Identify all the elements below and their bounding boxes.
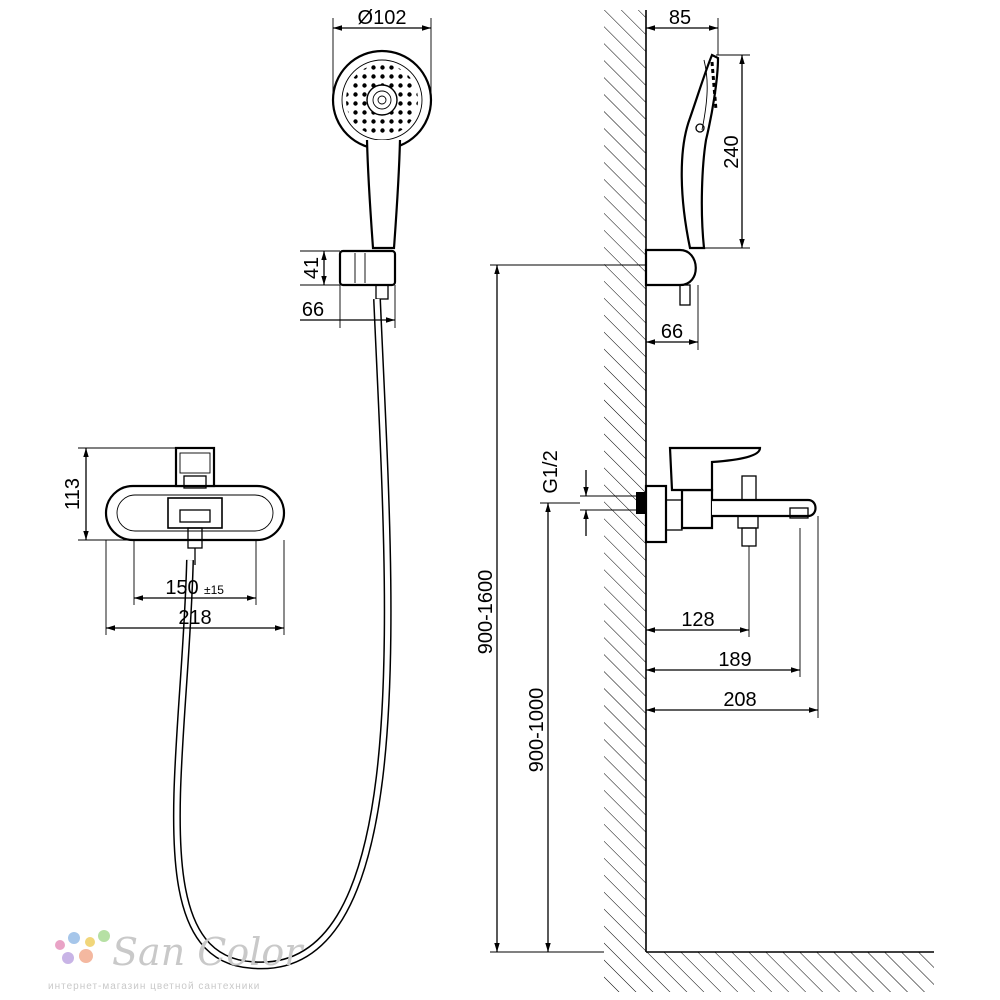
holder-offset-front-label: 66 <box>302 299 324 321</box>
head-depth-label: 85 <box>669 7 691 29</box>
spout-b-label: 189 <box>718 649 751 671</box>
dim-head-diameter: Ø102 <box>332 7 432 100</box>
logo-dot <box>79 949 93 963</box>
dim-mixer-width: 218 <box>105 540 285 635</box>
logo-dot <box>62 952 74 964</box>
head-length-label: 240 <box>721 135 743 168</box>
mixer-front <box>104 446 286 565</box>
holder-front <box>338 249 397 300</box>
brand-tagline: интернет-магазин цветной сантехники <box>48 981 260 992</box>
logo-dot <box>85 937 95 947</box>
logo-dot <box>55 940 65 950</box>
hose <box>172 298 392 970</box>
brand-logo: San Color интернет-магазин цветной санте… <box>48 930 305 992</box>
shower-head-side <box>680 53 720 250</box>
dim-mixer-height: 113 <box>62 447 176 541</box>
mixer-centers-tolerance: ±15 <box>204 583 224 597</box>
mixer-centers-label: 150 <box>165 577 198 599</box>
dim-head-length: 240 <box>700 54 750 249</box>
dim-holder-height: 41 <box>300 250 340 286</box>
logo-dots <box>55 930 110 964</box>
spout-a-label: 128 <box>681 609 714 631</box>
logo-dot <box>98 930 110 942</box>
dim-holder-mount-height: 900-1600 <box>475 264 646 952</box>
wall-section <box>604 10 647 952</box>
dim-head-depth: 85 <box>646 7 719 55</box>
thread-label: G1/2 <box>540 450 562 493</box>
brand-name: San Color <box>112 930 305 974</box>
dim-spout-c: 208 <box>646 516 819 718</box>
dim-holder-offset-front: 66 <box>300 285 396 328</box>
dim-thread: G1/2 <box>540 450 636 536</box>
holder-mount-height-label: 900-1600 <box>475 570 497 655</box>
dim-holder-offset-side: 66 <box>646 285 699 350</box>
mixer-height-label: 113 <box>62 478 84 510</box>
logo-dot <box>68 932 80 944</box>
floor-section <box>604 951 934 992</box>
holder-side <box>644 248 697 306</box>
dim-spout-b: 189 <box>646 528 801 677</box>
dim-spout-a: 128 <box>646 585 750 637</box>
holder-offset-side-label: 66 <box>661 321 683 343</box>
dim-mixer-centers: 150 ±15 <box>133 540 257 605</box>
mixer-side <box>636 446 817 585</box>
mixer-mount-height-label: 900-1000 <box>526 688 548 773</box>
spout-c-label: 208 <box>723 689 756 711</box>
shower-head-front <box>331 49 433 250</box>
head-diameter-label: Ø102 <box>358 7 407 29</box>
holder-height-label: 41 <box>301 257 323 279</box>
dim-mixer-mount-height: 900-1000 <box>526 502 580 952</box>
mixer-width-label: 218 <box>178 607 211 629</box>
